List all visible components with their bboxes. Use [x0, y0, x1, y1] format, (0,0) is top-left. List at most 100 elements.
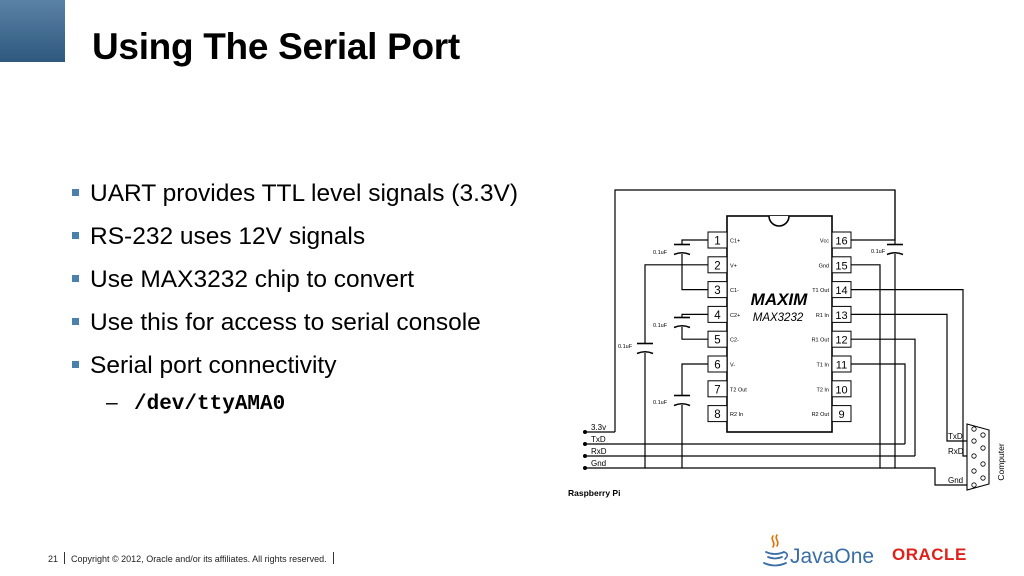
- footer-separator: [332, 552, 334, 564]
- pin-number: 15: [835, 260, 847, 272]
- pin-number: 14: [835, 285, 847, 297]
- pin-label: R2 In: [730, 412, 743, 418]
- bullet-item: Serial port connectivity: [72, 344, 612, 387]
- pin-box: [831, 355, 852, 373]
- wire: [681, 363, 708, 396]
- db9-pin: [971, 468, 977, 474]
- pin-box: [831, 405, 852, 423]
- pin-box: [831, 380, 852, 398]
- pin-box: [831, 231, 852, 249]
- pin-number: 11: [836, 360, 847, 372]
- pin-label: C2+: [730, 313, 740, 319]
- java-cup-icon: [763, 534, 789, 567]
- pin-number: 2: [714, 260, 720, 272]
- capacitor-label: 0.1uF: [871, 249, 886, 255]
- pin-number: 6: [714, 360, 720, 372]
- bullet-marker-icon: [72, 275, 79, 282]
- computer-signal-label: TxD: [948, 432, 963, 441]
- footer-separator: [64, 552, 66, 564]
- db9-pin: [971, 453, 977, 459]
- pi-signal-label: TxD: [591, 435, 606, 444]
- corner-decoration: [0, 0, 65, 62]
- pin-label: C2-: [730, 338, 739, 344]
- wire: [644, 264, 708, 344]
- pi-signal-label: Gnd: [591, 459, 606, 468]
- pin-number: 9: [838, 409, 844, 421]
- pin-box: [831, 281, 852, 299]
- capacitor-label: 0.1uF: [618, 344, 633, 350]
- wire: [851, 313, 973, 442]
- db9-pin: [980, 432, 986, 438]
- capacitor-plate: [636, 350, 654, 355]
- bullet-item: Use this for access to serial console: [72, 301, 612, 344]
- capacitor-plate: [673, 402, 691, 407]
- bullet-item: Use MAX3232 chip to convert: [72, 258, 612, 301]
- capacitor-label: 0.1uF: [653, 323, 668, 329]
- pin-number: 3: [714, 285, 720, 297]
- db9-pin: [980, 461, 986, 467]
- wire: [895, 467, 973, 486]
- bullet-item: RS-232 uses 12V signals: [72, 215, 612, 258]
- db9-pin: [980, 445, 986, 451]
- bullet-marker-icon: [72, 189, 79, 196]
- computer-signal-label: Gnd: [948, 476, 963, 485]
- pin-number: 5: [714, 335, 720, 347]
- chip-brand: MAXIM: [751, 290, 809, 309]
- pin-box: [707, 380, 728, 398]
- javaone-wordmark: JavaOne: [790, 545, 874, 568]
- pin-box: [831, 256, 852, 274]
- capacitor-plate: [886, 251, 904, 256]
- pin-box: [831, 305, 852, 323]
- pin-number: 16: [835, 236, 847, 248]
- db9-pin: [980, 475, 986, 481]
- bullet-marker-icon: [72, 232, 79, 239]
- terminal-dot: [583, 430, 587, 434]
- wire: [681, 254, 708, 291]
- pin-box: [707, 305, 728, 323]
- pin-label: T1 Out: [812, 288, 829, 294]
- pin-box: [707, 231, 728, 249]
- pin-label: R2 Out: [812, 412, 830, 418]
- terminal-dot: [583, 454, 587, 458]
- pi-signal-label: RxD: [591, 447, 607, 456]
- wire: [880, 456, 896, 469]
- terminal-dot: [583, 442, 587, 446]
- wire: [682, 456, 881, 469]
- db9-shell: [966, 423, 990, 491]
- pin-box: [707, 405, 728, 423]
- chip-notch: [768, 215, 790, 227]
- wire: [851, 363, 906, 444]
- pin-label: Gnd: [819, 263, 829, 269]
- pin-label: V+: [730, 263, 737, 269]
- computer-signals: TxD RxD Gnd: [948, 432, 964, 485]
- pin-box: [707, 281, 728, 299]
- pin-label: T1 In: [816, 363, 829, 369]
- bullet-list: UART provides TTL level signals (3.3V) R…: [72, 172, 612, 421]
- wire: [851, 338, 916, 456]
- slide-title: Using The Serial Port: [92, 26, 460, 67]
- capacitor-label: 0.1uF: [653, 250, 668, 256]
- computer-label: Computer: [996, 443, 1006, 480]
- pin-box: [707, 355, 728, 373]
- pin-label: C1-: [730, 288, 739, 294]
- chip-model: MAX3232: [753, 312, 804, 324]
- bullet-marker-icon: [72, 361, 79, 368]
- computer-signal-label: RxD: [948, 447, 964, 456]
- terminal-dot: [583, 466, 587, 470]
- pin-label: C1+: [730, 239, 740, 245]
- pin-number: 8: [714, 409, 720, 421]
- javaone-logo: JavaOne: [763, 534, 874, 568]
- pin-number: 12: [835, 335, 847, 347]
- pin-box: [707, 256, 728, 274]
- pin-number: 13: [835, 310, 847, 322]
- pin-label: T2 In: [816, 387, 829, 393]
- pin-number: 4: [714, 310, 721, 322]
- pin-label: Vcc: [820, 239, 829, 245]
- circuit-wires: [585, 189, 973, 486]
- bullet-item: UART provides TTL level signals (3.3V): [72, 172, 612, 215]
- db9-pin: [971, 438, 977, 444]
